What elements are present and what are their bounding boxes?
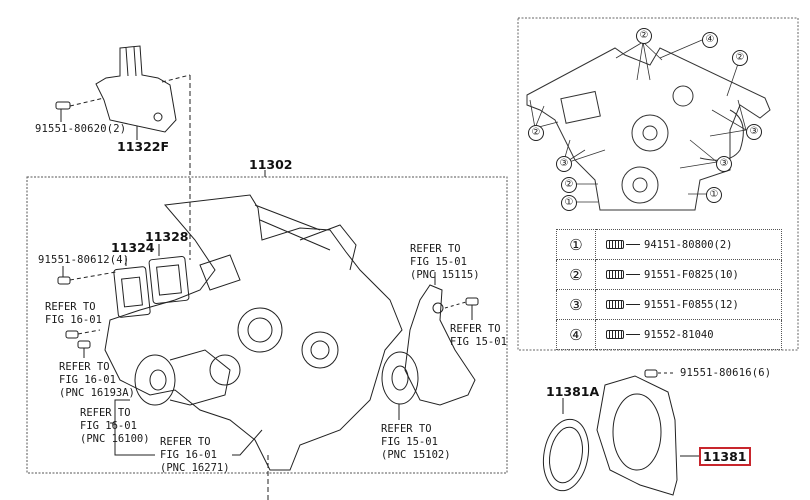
inset-marker: ② — [732, 50, 748, 66]
part-label-11381a[interactable]: 11381A — [546, 384, 600, 399]
legend-part-number[interactable]: 91552-81040 — [644, 328, 714, 341]
water-pump — [134, 349, 231, 406]
part-label-11324[interactable]: 11324 — [111, 240, 155, 255]
inset-marker: ① — [561, 195, 577, 211]
bolt-icon — [606, 330, 624, 339]
legend-key: ④ — [556, 319, 596, 350]
legend-key: ① — [556, 229, 596, 260]
bolt-label-91551-80616[interactable]: 91551-80616(6) — [680, 367, 772, 379]
inset-marker: ② — [528, 125, 544, 141]
table-row[interactable]: ① 94151-80800(2) — [556, 229, 782, 260]
legend-key: ③ — [556, 289, 596, 320]
inset-marker: ④ — [702, 32, 718, 48]
legend-part-number[interactable]: 91551-F0855(12) — [644, 298, 739, 311]
table-row[interactable]: ④ 91552-81040 — [556, 319, 782, 350]
bolt-label-91551-80620[interactable]: 91551-80620(2) — [35, 123, 127, 135]
table-row[interactable]: ③ 91551-F0855(12) — [556, 289, 782, 320]
gasket-11328 — [148, 244, 190, 304]
inset-marker: ② — [561, 177, 577, 193]
legend-part-number[interactable]: 94151-80800(2) — [644, 238, 733, 251]
bolt-icon — [606, 300, 624, 309]
inset-engine-outline — [526, 47, 771, 211]
rear-oil-seal-11381a — [542, 398, 590, 492]
bracket-11322f — [55, 45, 177, 140]
bolt-label-91551-80612[interactable]: 91551-80612(4) — [38, 254, 130, 266]
inset-marker: ③ — [556, 156, 572, 172]
oil-pump — [381, 272, 479, 420]
part-label-11322f[interactable]: 11322F — [117, 139, 170, 154]
inset-marker: ③ — [746, 124, 762, 140]
inset-frame — [517, 17, 799, 351]
legend-part-number[interactable]: 91551-F0825(10) — [644, 268, 739, 281]
part-label-11381-highlighted[interactable]: 11381 — [699, 447, 751, 466]
gasket-11324 — [113, 256, 151, 318]
bolt-legend-table: ① 94151-80800(2) ② 91551-F0825(10) ③ 915… — [556, 229, 782, 350]
inset-marker: ① — [706, 187, 722, 203]
inset-marker: ② — [636, 28, 652, 44]
timing-cover-11302 — [104, 194, 403, 471]
bolt-icon — [606, 270, 624, 279]
part-label-11328[interactable]: 11328 — [145, 229, 189, 244]
inset-marker: ③ — [716, 156, 732, 172]
part-label-11302[interactable]: 11302 — [249, 157, 293, 172]
seal-retainer-11381 — [596, 369, 700, 496]
legend-key: ② — [556, 259, 596, 290]
nut-icon — [606, 240, 624, 249]
table-row[interactable]: ② 91551-F0825(10) — [556, 259, 782, 290]
assembly-frame — [26, 176, 508, 474]
